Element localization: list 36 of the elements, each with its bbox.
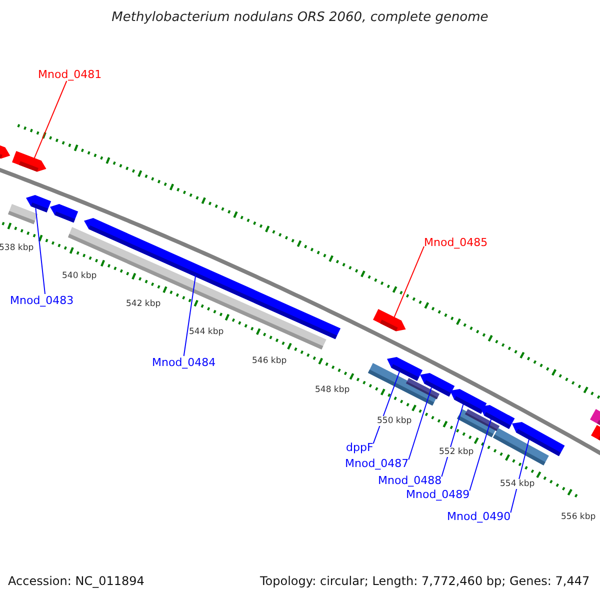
gene-label: dppF (346, 441, 374, 454)
gene-label: Mnod_0487 (345, 457, 409, 470)
gene-block (26, 195, 51, 213)
scale-label: 552 kbp (439, 447, 474, 457)
gene-block (12, 151, 46, 172)
scale-label: 548 kbp (315, 385, 350, 395)
scale-label: 544 kbp (189, 327, 224, 337)
footer-text: Topology: circular; Length: 7,772,460 bp; Genes: 7,447 (260, 574, 590, 588)
gene-block (50, 204, 78, 224)
scale-label: 546 kbp (252, 356, 287, 366)
gene-block (372, 309, 406, 332)
footer-text: Accession: NC_011894 (8, 574, 144, 588)
title: Methylobacterium nodulans ORS 2060, complete genome (110, 10, 490, 25)
leader-line (469, 418, 492, 492)
leader-line (408, 387, 432, 460)
scale-label: 542 kbp (126, 299, 161, 309)
scale-label: 554 kbp (500, 479, 535, 489)
gene-label: Mnod_0485 (424, 236, 488, 249)
gene-label: Mnod_0488 (378, 474, 442, 487)
scale-label: 550 kbp (377, 416, 412, 426)
scale-label: 540 kbp (62, 271, 97, 281)
gene-block (465, 409, 500, 432)
leader-line (441, 404, 464, 478)
gene-label: Mnod_0489 (406, 488, 470, 501)
leader-line (34, 80, 68, 159)
gene-label: Mnod_0481 (38, 68, 102, 81)
gene-label: Mnod_0490 (447, 510, 511, 523)
leader-line (372, 370, 400, 444)
gene-block (8, 204, 38, 224)
gene-label: Mnod_0483 (10, 294, 74, 307)
leader-line (394, 246, 424, 318)
scale-label: 556 kbp (561, 512, 596, 522)
scale-label: 538 kbp (0, 243, 34, 253)
gene-block (492, 428, 549, 466)
gene-label: Mnod_0484 (152, 356, 216, 369)
leader-line (35, 208, 46, 294)
